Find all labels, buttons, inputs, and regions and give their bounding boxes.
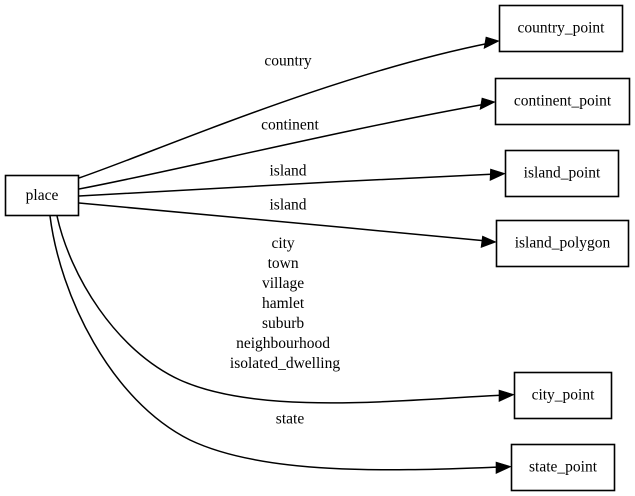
edge-place-city_point[interactable] <box>56 215 515 404</box>
node-continent_point-label: continent_point <box>514 93 612 110</box>
arrowhead-continent <box>479 97 496 111</box>
node-continent_point[interactable]: continent_point <box>494 77 631 126</box>
edge-path-island-point <box>78 173 497 197</box>
arrowhead-city <box>498 389 515 402</box>
node-city_point[interactable]: city_point <box>513 371 613 420</box>
node-island_polygon-label: island_polygon <box>515 235 611 252</box>
edge-place-continent_point[interactable] <box>78 97 496 190</box>
node-state_point[interactable]: state_point <box>510 443 616 492</box>
edge-label-line-neighbourhood: neighbourhood <box>236 335 330 352</box>
edge-path-continent <box>78 103 487 190</box>
edge-label-line-suburb: suburb <box>262 315 304 332</box>
edge-label-line-town: town <box>268 255 299 272</box>
edge-label-country: country <box>264 53 312 70</box>
arrowhead-state <box>495 461 512 474</box>
node-island_polygon[interactable]: island_polygon <box>495 219 630 268</box>
edge-path-state <box>49 215 503 471</box>
edge-label-line-isolated-dwelling: isolated_dwelling <box>230 355 340 372</box>
node-island_point-label: island_point <box>524 165 601 182</box>
edge-label-island-polygon: island <box>269 197 306 214</box>
node-city_point-label: city_point <box>532 387 596 404</box>
node-place-label: place <box>26 187 59 204</box>
edge-label-line-hamlet: hamlet <box>262 295 305 312</box>
node-island_point-box <box>504 149 620 198</box>
edge-place-island_point[interactable] <box>78 168 506 197</box>
edge-path-country <box>78 42 491 179</box>
edges-group <box>49 36 515 474</box>
edge-place-country_point[interactable] <box>78 36 500 179</box>
edge-labels-group: country continent island island city tow… <box>230 53 340 428</box>
node-country_point[interactable]: country_point <box>498 4 624 53</box>
edge-label-continent: continent <box>261 117 319 134</box>
edge-place-state_point[interactable] <box>49 215 512 474</box>
node-city_point-box <box>513 371 613 420</box>
edge-label-line-city: city <box>271 235 294 252</box>
edge-place-island_polygon[interactable] <box>78 202 497 248</box>
node-state_point-box <box>510 443 616 492</box>
node-country_point-label: country_point <box>518 20 606 37</box>
node-island_polygon-box <box>495 219 630 268</box>
node-continent_point-box <box>494 77 631 126</box>
edge-label-city-multiline: city town village hamlet suburb neighbou… <box>230 235 340 372</box>
edge-label-line-village: village <box>262 275 304 292</box>
edge-path-city <box>56 215 506 404</box>
node-place-box <box>4 174 80 217</box>
edge-label-island-point: island <box>269 163 306 180</box>
edge-path-island-polygon <box>78 202 488 242</box>
node-state_point-label: state_point <box>529 459 598 476</box>
arrowhead-island-polygon <box>480 235 497 248</box>
node-country_point-box <box>498 4 624 53</box>
arrowhead-country <box>483 36 500 50</box>
node-place[interactable]: place <box>4 174 80 217</box>
node-island_point[interactable]: island_point <box>504 149 620 198</box>
nodes-group: place country_point continent_point isla… <box>4 4 631 492</box>
edge-label-state: state <box>276 411 305 428</box>
arrowhead-island-point <box>489 168 506 181</box>
